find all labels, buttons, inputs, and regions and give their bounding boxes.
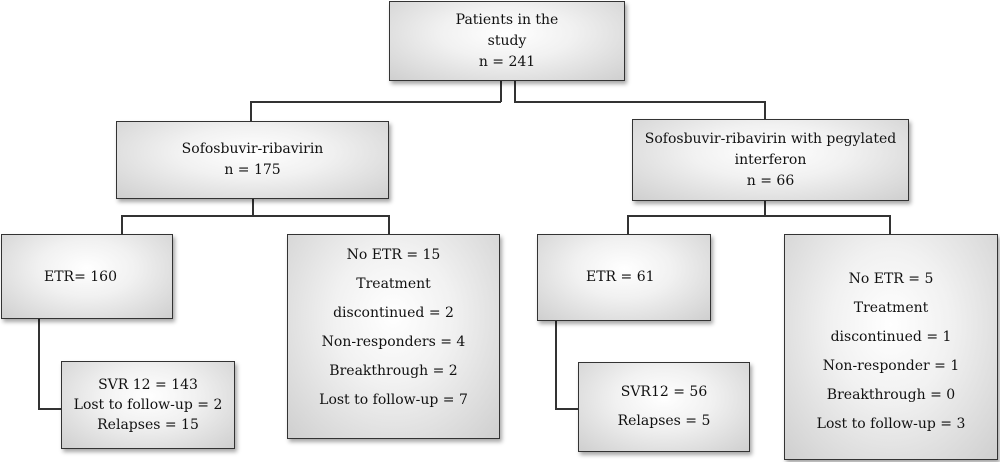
right-no-etr-line-4: Non-responder = 1 xyxy=(822,358,960,374)
right-svr-line-2: Relapses = 5 xyxy=(617,413,711,429)
left-arm-line-2: n = 175 xyxy=(224,162,281,178)
left-arm-box: Sofosbuvir-ribavirin n = 175 xyxy=(116,121,389,199)
right-etr-line-1: ETR = 61 xyxy=(586,269,655,285)
root-line-1: Patients in the xyxy=(455,11,559,28)
left-arm-line-1: Sofosbuvir-ribavirin xyxy=(181,141,324,157)
right-arm-line-2: interferon xyxy=(734,151,807,168)
right-no-etr-line-2: Treatment xyxy=(853,300,929,316)
connector-root-down xyxy=(500,80,502,102)
connector-to-right-svr xyxy=(555,408,578,410)
left-svr-line-1: SVR 12 = 143 xyxy=(98,377,198,393)
left-no-etr-line-1: No ETR = 15 xyxy=(346,247,441,263)
right-etr-box: ETR = 61 xyxy=(537,234,711,321)
connector-to-left-arm xyxy=(250,101,252,121)
right-svr-box: SVR12 = 56 Relapses = 5 xyxy=(578,362,750,452)
left-no-etr-line-2: Treatment xyxy=(356,276,431,292)
right-no-etr-line-1: No ETR = 5 xyxy=(848,271,934,287)
right-svr-line-1: SVR12 = 56 xyxy=(620,384,708,400)
connector-root-right xyxy=(514,101,765,103)
right-no-etr-box: No ETR = 5 Treatment discontinued = 1 No… xyxy=(784,234,998,460)
connector-left-arm-down xyxy=(252,198,254,216)
right-no-etr-line-6: Lost to follow-up = 3 xyxy=(816,416,966,432)
left-svr-line-3: Relapses = 15 xyxy=(97,417,199,433)
left-no-etr-line-6: Lost to follow-up = 7 xyxy=(319,392,468,408)
right-no-etr-line-5: Breakthrough = 0 xyxy=(826,387,956,403)
root-line-2: study xyxy=(487,32,527,49)
connector-to-left-svr xyxy=(38,408,62,410)
left-etr-box: ETR= 160 xyxy=(1,234,173,319)
root-box: Patients in the study n = 241 xyxy=(389,1,625,81)
left-no-etr-line-4: Non-responders = 4 xyxy=(321,334,466,350)
connector-left-etr-down xyxy=(38,318,40,409)
right-arm-line-3: n = 66 xyxy=(746,172,795,189)
left-no-etr-box: No ETR = 15 Treatment discontinued = 2 N… xyxy=(287,234,500,439)
connector-left-split xyxy=(121,215,389,217)
connector-right-split xyxy=(627,215,890,217)
left-etr-line-1: ETR= 160 xyxy=(44,269,118,285)
connector-to-right-etr xyxy=(627,215,629,234)
connector-to-right-arm xyxy=(764,101,766,119)
right-arm-box: Sofosbuvir-ribavirin with pegylated inte… xyxy=(632,119,909,201)
connector-root-left xyxy=(250,101,501,103)
connector-root-down-2 xyxy=(514,80,516,102)
connector-right-arm-down xyxy=(764,200,766,216)
right-no-etr-line-3: discontinued = 1 xyxy=(830,329,952,345)
left-svr-box: SVR 12 = 143 Lost to follow-up = 2 Relap… xyxy=(61,361,235,449)
left-no-etr-line-3: discontinued = 2 xyxy=(333,305,454,321)
left-no-etr-line-5: Breakthrough = 2 xyxy=(329,363,458,379)
right-arm-line-1: Sofosbuvir-ribavirin with pegylated xyxy=(644,130,897,147)
root-line-3: n = 241 xyxy=(478,53,536,70)
connector-to-left-etr xyxy=(121,215,123,234)
left-svr-line-2: Lost to follow-up = 2 xyxy=(73,397,223,413)
connector-to-left-no-etr xyxy=(388,215,390,234)
connector-to-right-no-etr xyxy=(889,215,891,234)
connector-right-etr-down xyxy=(555,320,557,409)
